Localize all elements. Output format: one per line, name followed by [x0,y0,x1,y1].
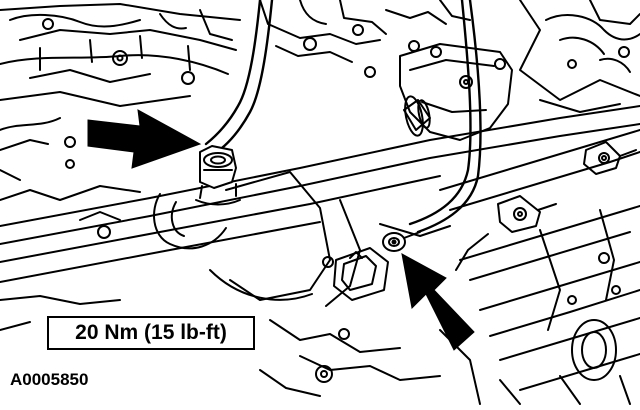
engine-block-upper-left [0,3,241,181]
vacuum-lines [204,0,482,234]
torque-spec-label: 20 Nm (15 lb-ft) [75,321,227,344]
engine-block-lower-right [439,129,640,405]
cylinder-head-right [519,0,640,113]
intake-lower [0,171,451,397]
sensor-housing [399,43,513,141]
figure-id-label: A0005850 [10,370,89,389]
valve-cover-top [259,0,471,78]
upper-bolt [195,145,241,206]
upper-left-arrow [87,109,202,169]
fuel-rail [0,95,640,283]
connector-plug [322,247,389,301]
injector-1 [455,195,557,271]
lower-bolt [382,231,421,252]
torque-spec-box: 20 Nm (15 lb-ft) [47,316,255,350]
lower-right-arrow [401,253,475,351]
injector-2 [583,141,637,175]
